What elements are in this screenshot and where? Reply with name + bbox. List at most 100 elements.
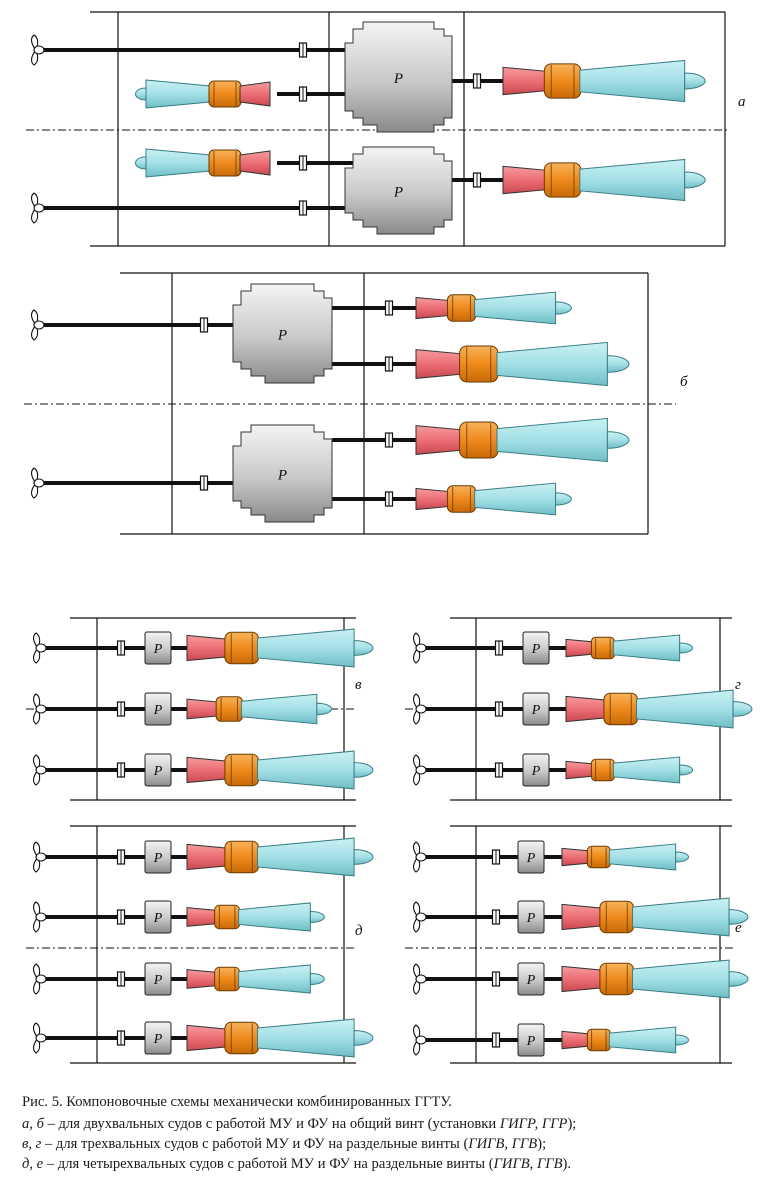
- gearbox-label: P: [153, 911, 163, 926]
- engine-turbine: [632, 959, 730, 999]
- gearbox-body: [232, 424, 333, 523]
- gas-turbine-engine: [561, 959, 749, 999]
- engine-combustor: [603, 692, 639, 726]
- propeller-hub: [35, 643, 47, 653]
- gas-turbine-engine: [415, 482, 572, 516]
- engine-compressor: [565, 638, 594, 658]
- propeller-hub: [415, 704, 427, 714]
- gearbox-block: P: [517, 962, 545, 996]
- gearbox-label: P: [153, 642, 163, 657]
- propeller-hub: [35, 852, 47, 862]
- panel-label-v: в: [355, 677, 362, 693]
- engine-compressor: [415, 487, 450, 511]
- frames: [24, 11, 734, 1064]
- shafts: [42, 48, 568, 1042]
- gearbox-body: [344, 146, 453, 235]
- engine-turbine: [636, 689, 734, 729]
- engine-compressor: [186, 969, 218, 989]
- gas-turbine-engine: [415, 291, 572, 325]
- engine-nozzle: [679, 764, 694, 776]
- propeller-hub: [415, 643, 427, 653]
- propeller-hub: [33, 478, 45, 488]
- gearbox-block: P: [144, 840, 172, 874]
- gas-turbine-engine: [186, 964, 325, 994]
- gearbox-block: P: [144, 900, 172, 934]
- engine-turbine: [579, 59, 686, 103]
- propeller-hub: [33, 45, 45, 55]
- propeller-icon: [413, 693, 427, 725]
- engine-turbine: [145, 148, 211, 178]
- engine-nozzle: [728, 971, 749, 987]
- gearbox-body: [144, 962, 172, 996]
- gearbox-block: P: [517, 840, 545, 874]
- engine-turbine: [238, 964, 311, 994]
- gearbox-block: P: [517, 1023, 545, 1057]
- panel-label-a: а: [738, 94, 746, 110]
- engine-nozzle: [684, 171, 706, 189]
- gearbox-label: P: [153, 764, 163, 779]
- gearbox-label: P: [277, 328, 287, 344]
- engine-turbine: [257, 628, 355, 668]
- engine-combustor: [446, 294, 477, 322]
- engine-compressor: [502, 66, 547, 96]
- gearbox-label: P: [153, 703, 163, 718]
- gearbox-label: P: [531, 642, 541, 657]
- propeller-icon: [33, 693, 47, 725]
- engine-nozzle: [684, 72, 706, 90]
- engine-nozzle: [675, 1034, 690, 1046]
- gearbox-body: [144, 692, 172, 726]
- gearbox-body: [144, 840, 172, 874]
- gearbox-block: P: [344, 146, 453, 235]
- propeller-icon: [413, 901, 427, 933]
- engine-turbine: [257, 1018, 355, 1058]
- panel-label-g: г: [735, 677, 741, 693]
- gas-turbine-engine: [565, 756, 694, 784]
- engine-combustor: [590, 758, 615, 782]
- engine-nozzle: [309, 911, 325, 923]
- engine-combustor: [214, 966, 241, 992]
- engine-nozzle: [606, 355, 630, 373]
- caption-line-2-text: – для трехвальных судов с работой МУ и Ф…: [41, 1136, 469, 1152]
- engine-compressor: [415, 425, 463, 455]
- gas-turbine-engine: [502, 59, 706, 103]
- engine-turbine: [608, 843, 677, 871]
- engine-combustor: [543, 63, 582, 99]
- gas-turbine-engine: [561, 843, 690, 871]
- engine-combustor: [215, 696, 243, 722]
- engine-compressor: [239, 150, 271, 176]
- propeller-hub: [415, 852, 427, 862]
- gas-turbine-engine: [186, 1018, 374, 1058]
- engine-combustor: [599, 900, 635, 934]
- gearbox-block: P: [522, 692, 550, 726]
- gas-turbine-engine: [186, 693, 333, 725]
- engine-turbine: [238, 902, 311, 932]
- caption-line-3: д, е – для четырехвальных судов с работо…: [22, 1154, 772, 1174]
- gearbox-body: [522, 692, 550, 726]
- caption-line-2-italic: ГИГВ, ГГВ: [468, 1136, 538, 1152]
- engine-compressor: [186, 698, 219, 720]
- gearbox-block: P: [232, 424, 333, 523]
- engine-nozzle: [728, 909, 749, 925]
- propeller-hub: [33, 320, 45, 330]
- engine-nozzle: [353, 762, 374, 778]
- caption-line-1-text: – для двухвальных судов с работой МУ и Ф…: [43, 1116, 500, 1132]
- engine-combustor: [224, 1021, 259, 1055]
- gearbox-block: P: [144, 1021, 172, 1055]
- engine-combustor: [543, 162, 582, 198]
- propeller-hub: [415, 1035, 427, 1045]
- panel-label-d: д: [355, 923, 363, 939]
- gas-turbine-engine: [561, 1026, 690, 1054]
- gearbox-body: [144, 1021, 172, 1055]
- engine-compressor: [561, 847, 590, 867]
- engine-compressor: [561, 965, 603, 993]
- engine-turbine: [474, 482, 557, 516]
- engine-compressor: [561, 1030, 590, 1050]
- propeller-icon: [413, 754, 427, 786]
- gas-turbine-engine: [186, 902, 325, 932]
- propeller-icon: [33, 963, 47, 995]
- gearbox-block: P: [522, 753, 550, 787]
- propeller-hub: [415, 974, 427, 984]
- caption-line-1-letters: а, б: [22, 1116, 44, 1132]
- propeller-icon: [33, 901, 47, 933]
- engine-combustor: [224, 631, 259, 665]
